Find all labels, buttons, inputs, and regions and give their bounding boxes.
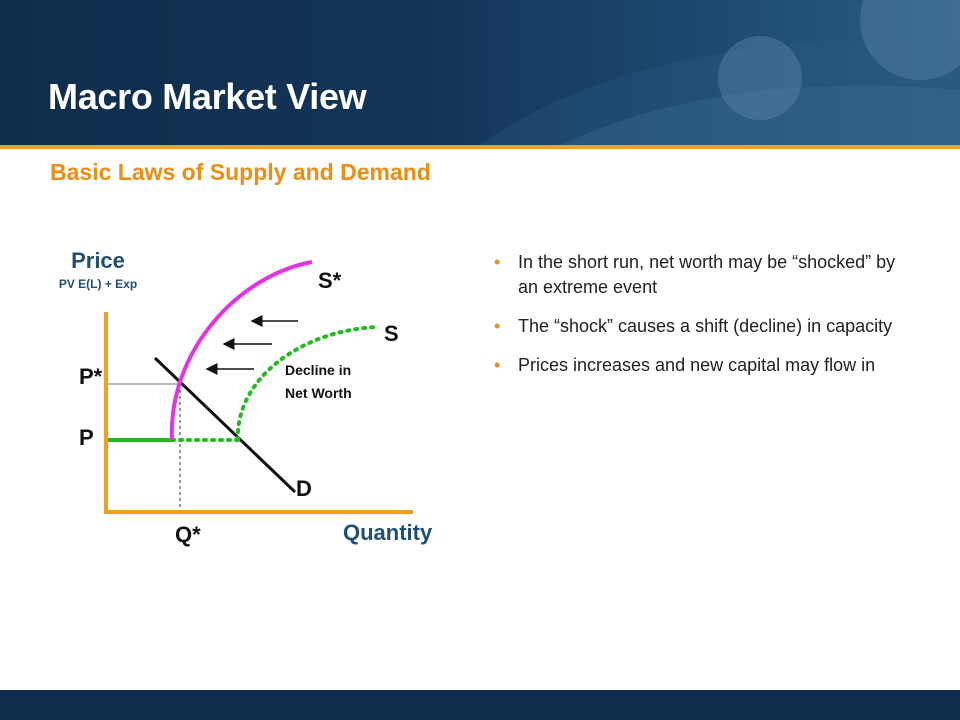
demand-label: D — [296, 476, 312, 501]
slide-title: Macro Market View — [48, 76, 367, 117]
bullet-item: • In the short run, net worth may be “sh… — [492, 250, 912, 300]
y-axis-sublabel: PV E(L) + Exp — [59, 277, 137, 291]
x-axis-label: Quantity — [343, 520, 433, 545]
slide-subtitle: Basic Laws of Supply and Demand — [50, 159, 431, 185]
slide-header: Macro Market View — [0, 0, 960, 145]
supply-curve-original — [235, 325, 380, 442]
bullet-dot-icon: • — [494, 316, 501, 336]
demand-curve — [153, 356, 297, 494]
q-star-label: Q* — [175, 522, 201, 547]
bullet-text: The “shock” causes a shift (decline) in … — [518, 316, 893, 336]
slide-footer-bar — [0, 690, 960, 720]
header-divider — [0, 145, 960, 149]
bullet-item: • The “shock” causes a shift (decline) i… — [492, 314, 912, 339]
bullet-item: • Prices increases and new capital may f… — [492, 353, 912, 378]
supply-label: S — [384, 321, 399, 346]
shift-annotation-line2: Net Worth — [285, 385, 352, 401]
bullet-text: In the short run, net worth may be “shoc… — [518, 252, 896, 297]
bullet-list: • In the short run, net worth may be “sh… — [492, 250, 912, 392]
p-label: P — [79, 425, 94, 450]
header-swoosh-decoration — [480, 0, 960, 145]
bullet-text: Prices increases and new capital may flo… — [518, 355, 876, 375]
supply-curve-shifted — [169, 260, 313, 441]
shift-annotation-line1: Decline in — [285, 362, 351, 378]
p-star-label: P* — [79, 364, 103, 389]
bullet-dot-icon: • — [494, 252, 501, 272]
y-axis-label: Price — [71, 248, 125, 273]
bullet-dot-icon: • — [494, 355, 501, 375]
supply-shifted-label: S* — [318, 268, 342, 293]
